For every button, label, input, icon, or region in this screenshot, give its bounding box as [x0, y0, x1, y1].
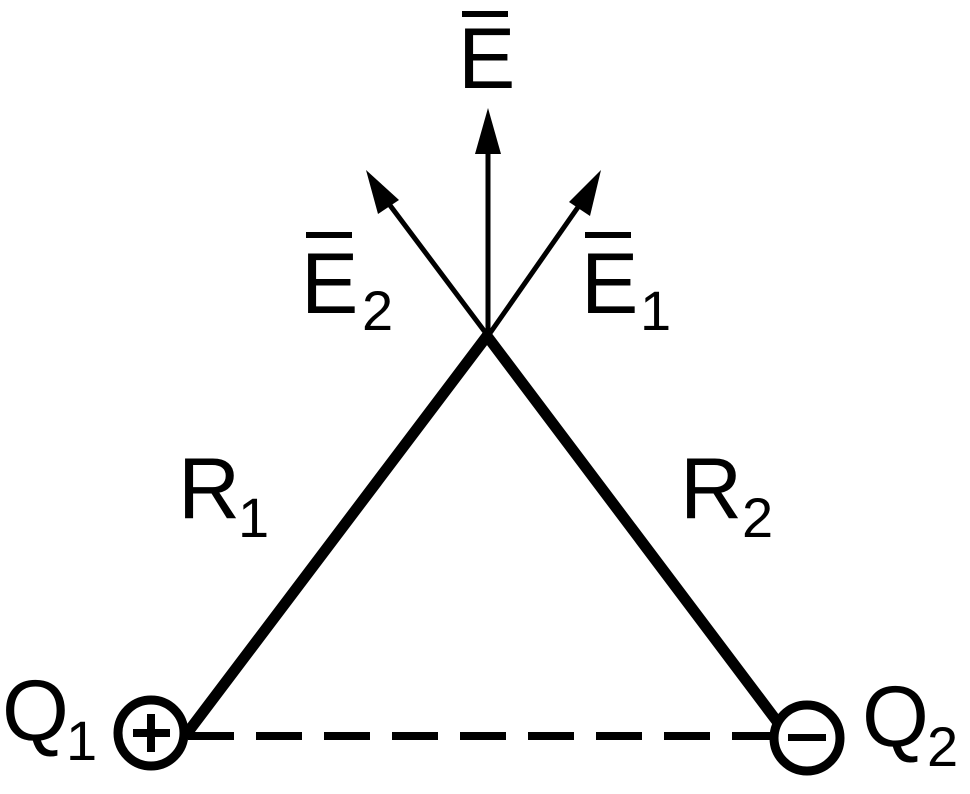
label-e1: E 1 — [581, 232, 671, 342]
label-r1-main: R — [178, 441, 240, 537]
label-e1-sub: 1 — [640, 279, 671, 342]
label-e2: E 2 — [301, 232, 393, 342]
label-e: E — [458, 11, 515, 107]
charge-q1 — [113, 695, 189, 771]
label-q2-sub: 2 — [927, 715, 958, 778]
field-vector-e1 — [485, 170, 601, 338]
field-vector-e — [475, 108, 501, 336]
label-q2-main: Q — [862, 669, 929, 765]
label-q1-main: Q — [2, 663, 69, 759]
label-r1-sub: 1 — [238, 486, 269, 549]
r1-distance-line — [182, 330, 493, 738]
field-vector-e2 — [366, 170, 490, 338]
label-q1-sub: 1 — [66, 709, 97, 772]
charge-q2 — [769, 700, 845, 776]
r2-distance-line — [481, 330, 791, 738]
label-e2-sub: 2 — [362, 279, 393, 342]
label-e-text: E — [458, 11, 515, 107]
label-e1-main: E — [581, 236, 638, 332]
label-r2-main: R — [680, 441, 742, 537]
label-r2-sub: 2 — [742, 486, 773, 549]
label-e2-main: E — [301, 236, 358, 332]
